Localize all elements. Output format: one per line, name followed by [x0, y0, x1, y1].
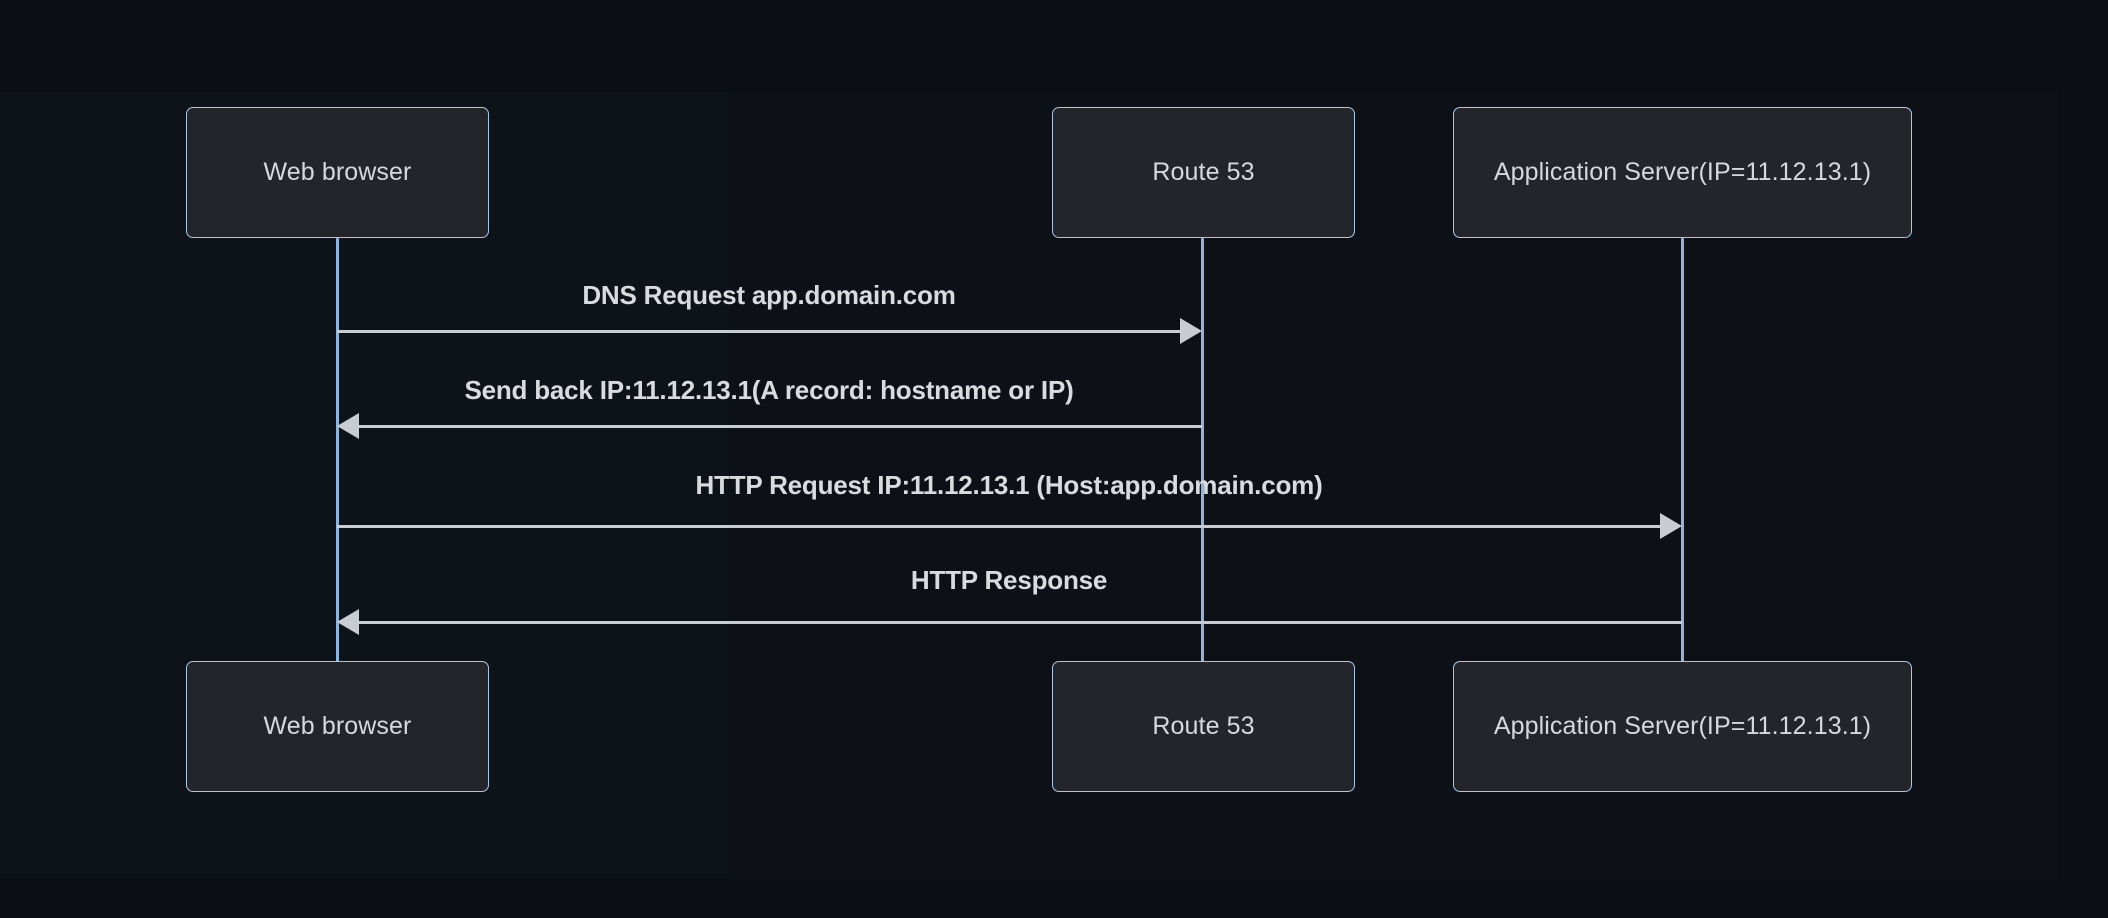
- message-label-3: HTTP Request IP:11.12.13.1 (Host:app.dom…: [695, 470, 1323, 500]
- message-line-1: [337, 330, 1180, 333]
- participant-box-appserver-bottom[interactable]: Application Server(IP=11.12.13.1): [1453, 661, 1912, 792]
- arrow-left-icon-2: [337, 413, 359, 439]
- lifeline-route53: [1201, 238, 1204, 662]
- lifeline-appserver: [1681, 238, 1684, 662]
- message-label-1: DNS Request app.domain.com: [582, 280, 956, 310]
- participant-box-appserver-top[interactable]: Application Server(IP=11.12.13.1): [1453, 107, 1912, 238]
- message-label-4: HTTP Response: [910, 565, 1108, 595]
- message-line-2: [359, 425, 1202, 428]
- participant-label-browser-top: Web browser: [263, 158, 412, 186]
- message-label-2: Send back IP:11.12.13.1(A record: hostna…: [464, 375, 1074, 405]
- participant-box-browser-top[interactable]: Web browser: [186, 107, 489, 238]
- participant-box-route53-top[interactable]: Route 53: [1052, 107, 1355, 238]
- participant-label-route53-top: Route 53: [1152, 158, 1255, 186]
- participant-label-appserver-top: Application Server(IP=11.12.13.1): [1493, 158, 1872, 186]
- lifeline-browser: [336, 238, 339, 662]
- participant-label-appserver-bottom: Application Server(IP=11.12.13.1): [1493, 712, 1872, 740]
- arrow-right-icon-3: [1660, 513, 1682, 539]
- participant-box-route53-bottom[interactable]: Route 53: [1052, 661, 1355, 792]
- arrow-left-icon-4: [337, 609, 359, 635]
- message-line-4: [359, 621, 1682, 624]
- message-line-3: [337, 525, 1660, 528]
- arrow-right-icon-1: [1180, 318, 1202, 344]
- participant-box-browser-bottom[interactable]: Web browser: [186, 661, 489, 792]
- participant-label-browser-bottom: Web browser: [263, 712, 412, 740]
- participant-label-route53-bottom: Route 53: [1152, 712, 1255, 740]
